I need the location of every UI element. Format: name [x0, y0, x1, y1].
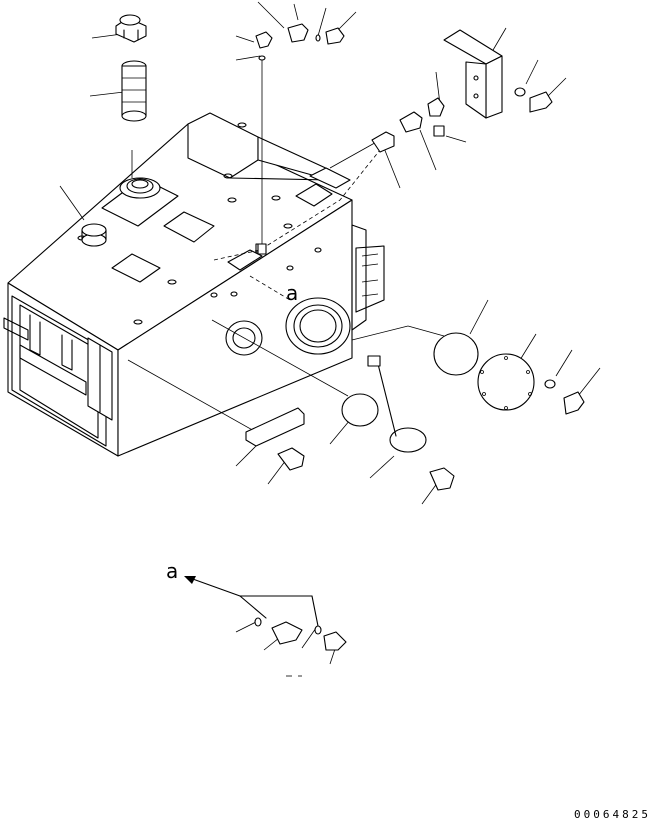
drawing-code: 00064825 [574, 808, 651, 821]
strainer [121, 60, 147, 122]
detail-label-a: a [166, 559, 178, 583]
tank-body [3, 112, 385, 457]
top-fittings [255, 23, 345, 255]
leader-lines [59, 1, 601, 665]
filler-cap [115, 14, 147, 43]
lower-parts [245, 355, 455, 491]
side-covers [433, 332, 585, 415]
view-label-a: a [286, 281, 298, 305]
detail-a [184, 576, 347, 677]
breather-fittings [371, 97, 445, 153]
cover-bracket [443, 29, 553, 119]
